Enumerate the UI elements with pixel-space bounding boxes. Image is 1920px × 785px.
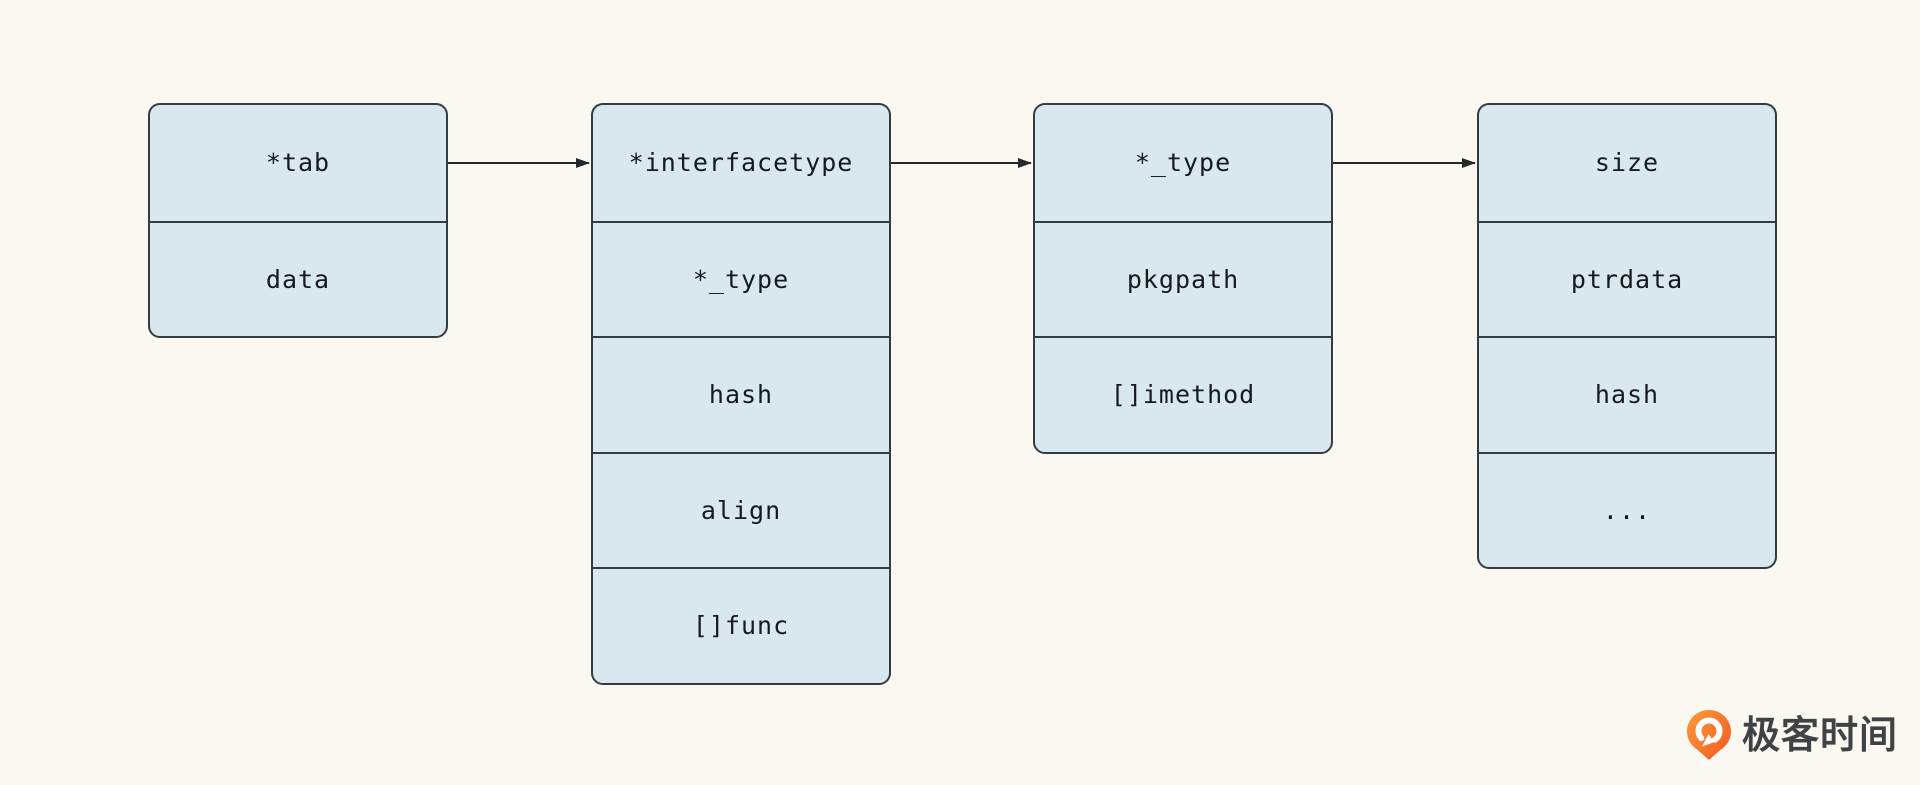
struct-field-cell: *interfacetype [628, 148, 854, 178]
geektime-logo-text: 极客时间 [1741, 713, 1898, 757]
struct-field-cell: *_type [1134, 148, 1232, 178]
struct-field-cell: *_type [593, 220, 889, 337]
geektime-pin-icon [1686, 710, 1731, 760]
struct-field-cell: *tab [265, 148, 331, 178]
struct-field-cell: ptrdata [1479, 220, 1775, 337]
struct-field-cell: pkgpath [1035, 220, 1331, 337]
struct-field-cell: ... [1479, 451, 1775, 568]
struct-field-cell: hash [1479, 336, 1775, 452]
struct-field-cell: data [150, 220, 446, 337]
struct-field-cell: []func [593, 567, 889, 683]
geektime-logo: 极客时间 [1686, 710, 1898, 760]
struct-box: *tab data [148, 103, 448, 338]
struct-field-cell: align [593, 451, 889, 568]
struct-field-cell: size [1594, 148, 1660, 178]
struct-field-cell: hash [593, 336, 889, 452]
struct-field-cell: []imethod [1035, 336, 1331, 452]
